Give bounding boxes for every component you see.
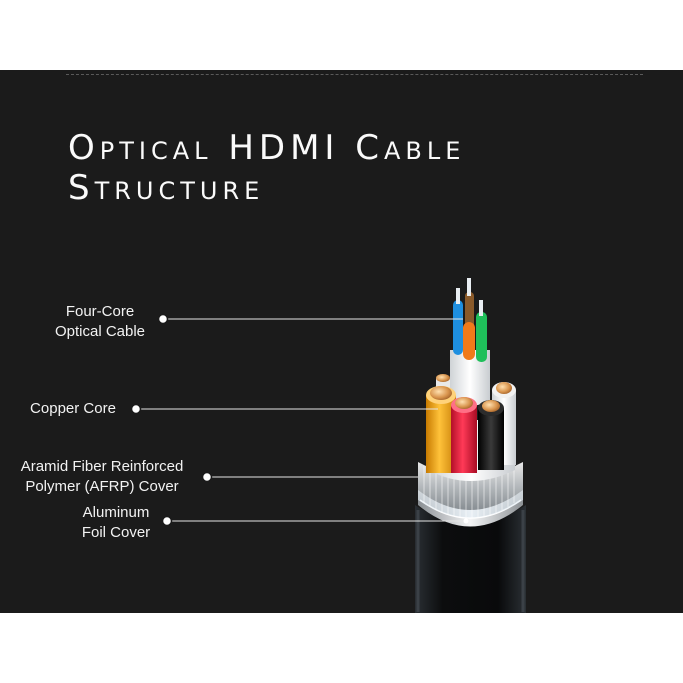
label-afrp-cover: Aramid Fiber Reinforced Polymer (AFRP) C… (4, 457, 200, 497)
marker-foil (161, 515, 173, 527)
outer-jacket (415, 505, 526, 613)
marker-afrp (201, 471, 213, 483)
label-optical-line-1: Four-Core (65, 303, 135, 320)
infographic-panel: Optical HDMI Cable Structure (0, 70, 683, 613)
leader-lines (140, 318, 466, 522)
afrp-fiber-strands (423, 466, 515, 518)
label-copper-core: Copper Core (18, 399, 128, 419)
foil-dot (463, 518, 469, 524)
fiber-brown (465, 292, 474, 332)
label-optical-line-2: Optical Cable (54, 323, 146, 340)
wire-red (451, 405, 477, 473)
leader-markers (130, 313, 469, 527)
optical-bundle-sheath (450, 350, 490, 406)
aluminum-foil-layer (418, 490, 523, 527)
label-foil-line-1: Aluminum (82, 504, 150, 521)
fiber-core-1 (467, 278, 471, 296)
fiber-orange (463, 322, 475, 360)
label-foil-line-2: Foil Cover (81, 524, 151, 541)
title-line-2: Structure (68, 168, 265, 208)
diagram-title: Optical HDMI Cable Structure (68, 128, 465, 208)
marker-optical (157, 313, 169, 325)
fiber-core-2 (456, 288, 460, 304)
label-afrp-line-2: Polymer (AFRP) Cover (25, 478, 179, 495)
top-dashed-divider (66, 74, 643, 75)
copper-wires (426, 374, 516, 473)
label-aluminum-foil-cover: Aluminum Foil Cover (70, 503, 162, 543)
label-copper-line-1: Copper Core (30, 400, 116, 417)
optical-fibers (453, 278, 487, 362)
wire-black (478, 408, 504, 470)
marker-copper (130, 403, 142, 415)
label-afrp-line-1: Aramid Fiber Reinforced (20, 458, 184, 475)
fiber-green (476, 312, 487, 362)
label-four-core-optical-cable: Four-Core Optical Cable (44, 302, 156, 342)
title-line-1: Optical HDMI Cable (68, 128, 466, 168)
fiber-blue (453, 300, 463, 355)
fiber-core-3 (479, 300, 483, 316)
